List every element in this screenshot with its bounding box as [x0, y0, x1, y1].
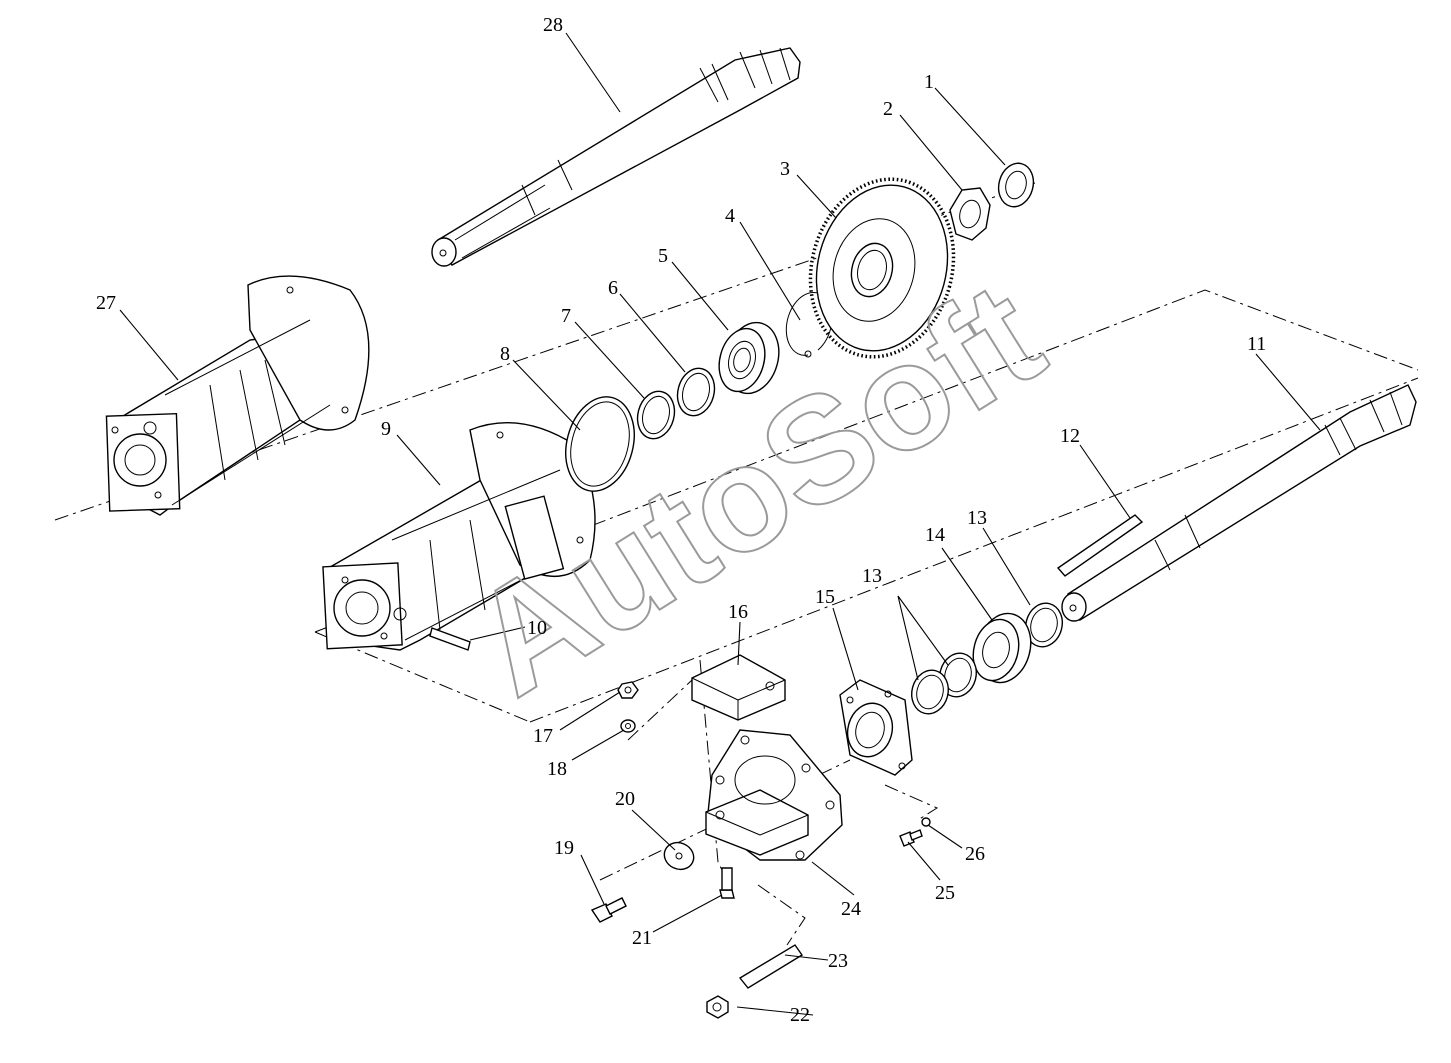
part-18-washer: [620, 719, 636, 733]
part-5-bearing: [718, 321, 780, 395]
part-25-bolt: [899, 829, 923, 847]
part-24-hub: [705, 729, 843, 861]
part-10-pin: [429, 627, 471, 651]
callout-6: 6: [608, 277, 618, 299]
part-1-round-nut: [997, 162, 1035, 208]
part-13-ring-b: [911, 652, 977, 715]
callout-25: 25: [935, 882, 955, 904]
callout-15: 15: [815, 586, 835, 608]
part-9-main-housing: [322, 422, 596, 651]
callout-20: 20: [615, 788, 635, 810]
part-11-lower-shaft: [1061, 384, 1417, 622]
part-20-washer: [663, 841, 695, 871]
callout-16: 16: [728, 601, 748, 623]
callout-18: 18: [547, 758, 567, 780]
part-28-upper-shaft: [431, 47, 801, 267]
part-26-washer: [921, 817, 931, 827]
callouts: 1 2 3 4 5 6 7 8 9 10 11 12 13 14 13 15 1…: [96, 14, 1266, 1026]
callout-19: 19: [554, 837, 574, 859]
callout-23: 23: [828, 950, 848, 972]
part-7-ring: [636, 390, 676, 440]
part-16-block: [691, 654, 786, 721]
callout-2: 2: [883, 98, 893, 120]
part-3-gear: [808, 177, 956, 359]
part-14-bearing: [972, 612, 1032, 684]
part-23-stud: [738, 944, 804, 989]
callout-1: 1: [924, 71, 934, 93]
leader-lines: [119, 32, 1321, 1016]
part-8-o-ring: [565, 396, 635, 492]
callout-26: 26: [965, 843, 985, 865]
callout-28: 28: [543, 14, 563, 36]
callout-21: 21: [632, 927, 652, 949]
callout-10: 10: [527, 617, 547, 639]
callout-3: 3: [780, 158, 790, 180]
part-21-bolt: [719, 867, 735, 899]
callout-13a: 13: [967, 507, 987, 529]
callout-24: 24: [841, 898, 861, 920]
callout-4: 4: [725, 205, 735, 227]
callout-7: 7: [561, 305, 571, 327]
part-13-ring-a: [1025, 602, 1063, 648]
callout-22: 22: [790, 1004, 810, 1026]
part-2-tab-washer: [949, 187, 991, 241]
part-27-left-housing: [105, 275, 370, 516]
callout-8: 8: [500, 343, 510, 365]
callout-5: 5: [658, 245, 668, 267]
callout-11: 11: [1247, 333, 1266, 355]
callout-13b: 13: [862, 565, 882, 587]
part-12-key: [1056, 514, 1144, 577]
part-22-nut: [706, 995, 729, 1019]
part-15-flange: [839, 679, 913, 776]
callout-17: 17: [533, 725, 553, 747]
callout-9: 9: [381, 418, 391, 440]
part-17-nut: [617, 681, 639, 699]
part-6-ring: [676, 367, 716, 417]
callout-12: 12: [1060, 425, 1080, 447]
callout-14: 14: [925, 524, 945, 546]
part-19-bolt: [590, 897, 627, 923]
callout-27: 27: [96, 292, 116, 314]
